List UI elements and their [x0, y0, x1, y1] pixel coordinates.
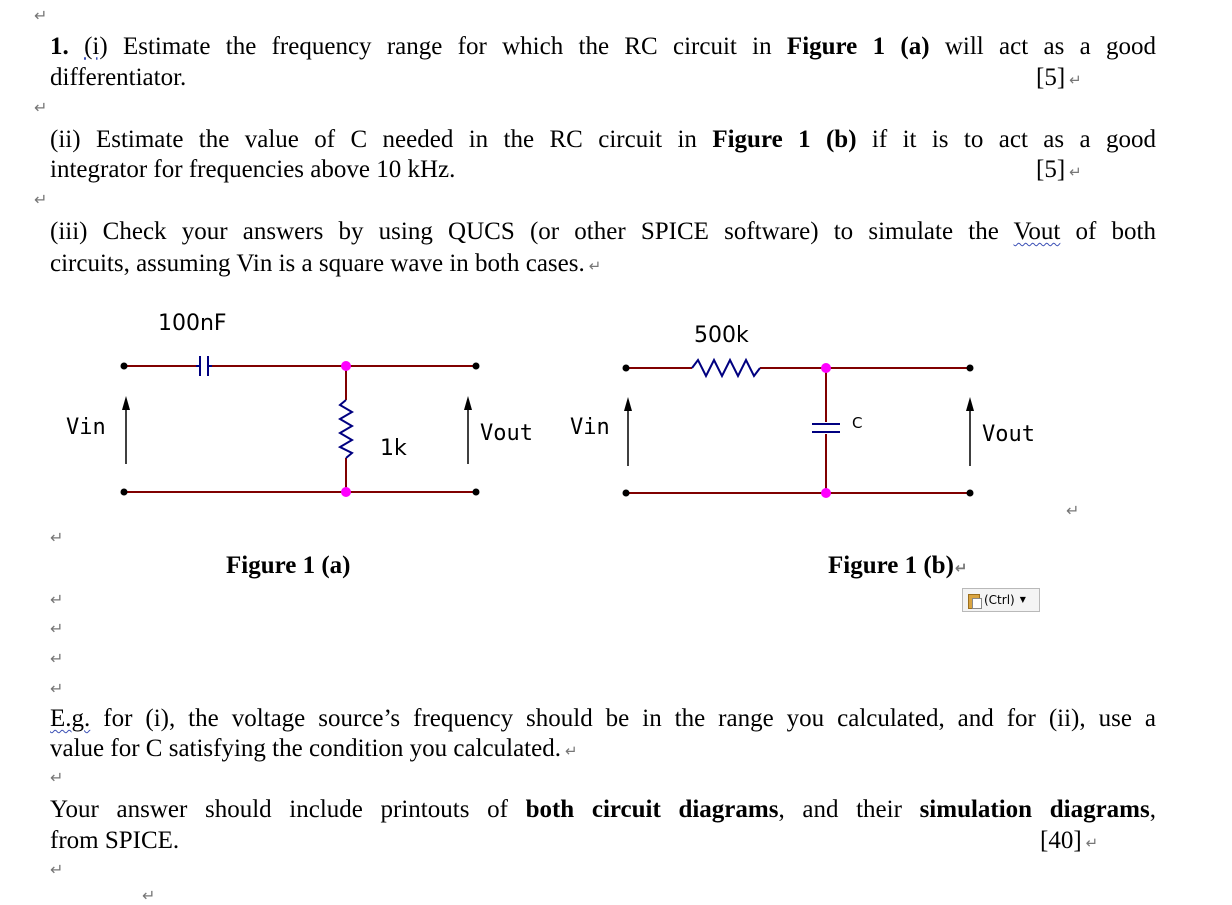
question-3-line-2: circuits, assuming Vin is a square wave … [50, 249, 601, 281]
marks-label: [5]↵ [1036, 63, 1082, 95]
final-text: , [1149, 796, 1156, 823]
figure-1a-circuit: 100nF 1k Vin Vout [66, 311, 533, 497]
paragraph-mark-icon: ↵ [50, 528, 64, 547]
paste-options-button[interactable]: (Ctrl) ▼ [962, 588, 1040, 612]
question-2-line-1: (ii) Estimate the value of C needed in t… [50, 125, 1156, 155]
paragraph-mark-icon: ↵ [588, 257, 602, 275]
circuit-node [821, 363, 831, 373]
marks-label: [40]↵ [1040, 826, 1098, 858]
terminal-dot [966, 489, 974, 497]
paragraph-mark-icon: ↵ [34, 6, 48, 25]
question-3-line-1: (iii) Check your answers by using QUCS (… [50, 217, 1156, 247]
marks-value: [5] [1036, 156, 1066, 183]
vout-arrow-icon [966, 397, 974, 466]
paragraph-mark-icon: ↵ [50, 768, 64, 787]
paragraph-mark-icon: ↵ [50, 860, 64, 879]
paragraph-mark-icon: ↵ [564, 742, 578, 760]
final-line-2: from SPICE. [50, 827, 180, 854]
capacitor-label: 100nF [158, 311, 227, 336]
final-text: , and their [778, 796, 920, 823]
paragraph-mark-icon: ↵ [1085, 834, 1099, 852]
figure-1b-circuit: 500k C Vin Vout [570, 323, 1035, 498]
example-line-2: value for C satisfying the condition you… [50, 734, 578, 766]
question-text: will act as a good [929, 33, 1157, 60]
paragraph-mark-icon: ↵ [34, 98, 48, 117]
paragraph-mark-icon: ↵ [1066, 501, 1080, 520]
marks-label: [5]↵ [1036, 155, 1082, 187]
circuit-node [821, 488, 831, 498]
terminal-dot [472, 488, 480, 496]
terminal-dot [622, 364, 630, 372]
terminal-dot [966, 364, 974, 372]
paragraph-mark-icon: ↵ [1069, 163, 1082, 181]
question-text: Estimate the value of C needed in the RC… [80, 126, 713, 153]
vout-label: Vout [982, 422, 1035, 447]
figure-1b-caption: Figure 1 (b)↵ [828, 552, 968, 580]
capacitor-symbol [812, 423, 840, 433]
question-text: if it is to act as a good [856, 126, 1156, 153]
final-text: Your answer should include printouts of [50, 796, 526, 823]
figure-reference: Figure 1 (a) [786, 33, 930, 60]
question-number: 1. [50, 33, 69, 60]
terminal-dot [622, 489, 630, 497]
paragraph-mark-icon: ↵ [50, 679, 64, 698]
vin-label: Vin [570, 415, 610, 440]
paste-options-label: (Ctrl) [984, 593, 1015, 607]
figure-1a-caption: Figure 1 (a) [226, 552, 351, 579]
vin-label: Vin [66, 415, 106, 440]
clipboard-icon [967, 592, 982, 609]
example-line-1: E.g. for (i), the voltage source’s frequ… [50, 704, 1156, 734]
terminal-dot [120, 488, 128, 496]
marks-value: [5] [1036, 64, 1066, 91]
vin-arrow-icon [122, 396, 130, 464]
terminal-dot [472, 362, 480, 370]
terminal-dot [120, 362, 128, 370]
question-part-label: (ii) [50, 126, 81, 153]
chevron-down-icon: ▼ [1019, 595, 1026, 604]
question-text: circuits, assuming Vin is a square wave … [50, 250, 585, 277]
capacitor-label: C [852, 414, 862, 432]
resistor-label: 1k [380, 436, 407, 461]
vout-label: Vout [480, 421, 533, 446]
circuit-diagrams: 100nF 1k Vin Vout [66, 311, 1035, 498]
final-bold-text: both circuit diagrams [525, 796, 779, 823]
question-text: (iii) Check your answers by using QUCS (… [50, 218, 1014, 245]
resistor-symbol [337, 399, 354, 459]
question-1-line-1: 1. (i) Estimate the frequency range for … [50, 32, 1156, 62]
example-text: value for C satisfying the condition you… [50, 735, 561, 762]
paragraph-mark-icon: ↵ [34, 190, 48, 209]
resistor-label: 500k [694, 323, 749, 348]
paragraph-mark-icon: ↵ [50, 590, 64, 609]
question-part-label: (i) [84, 33, 108, 60]
paragraph-mark-icon: ↵ [142, 886, 156, 905]
paragraph-mark-icon: ↵ [1069, 71, 1082, 89]
question-1-line-2: differentiator. [50, 64, 187, 91]
example-text: for (i), the voltage source’s frequency … [90, 705, 1156, 732]
marks-value: [40] [1040, 827, 1082, 854]
caption-text: Figure 1 (b) [828, 552, 954, 579]
circuit-node [341, 487, 351, 497]
vout-arrow-icon [464, 396, 472, 464]
resistor-symbol [691, 357, 761, 379]
spellcheck-word: Vout [1013, 218, 1061, 245]
question-text: Estimate the frequency range for which t… [107, 33, 787, 60]
paragraph-mark-icon: ↵ [50, 649, 64, 668]
paragraph-mark-icon: ↵ [50, 619, 64, 638]
figure-reference: Figure 1 (b) [712, 126, 857, 153]
question-2-line-2: integrator for frequencies above 10 kHz. [50, 156, 456, 183]
question-text: of both [1060, 218, 1156, 245]
vin-arrow-icon [624, 397, 632, 466]
final-bold-text: simulation diagrams [919, 796, 1150, 823]
capacitor-symbol [196, 356, 212, 376]
final-line-1: Your answer should include printouts of … [50, 795, 1156, 825]
spellcheck-word: E.g. [50, 705, 91, 732]
circuit-node [341, 361, 351, 371]
paragraph-mark-icon: ↵ [954, 559, 968, 577]
